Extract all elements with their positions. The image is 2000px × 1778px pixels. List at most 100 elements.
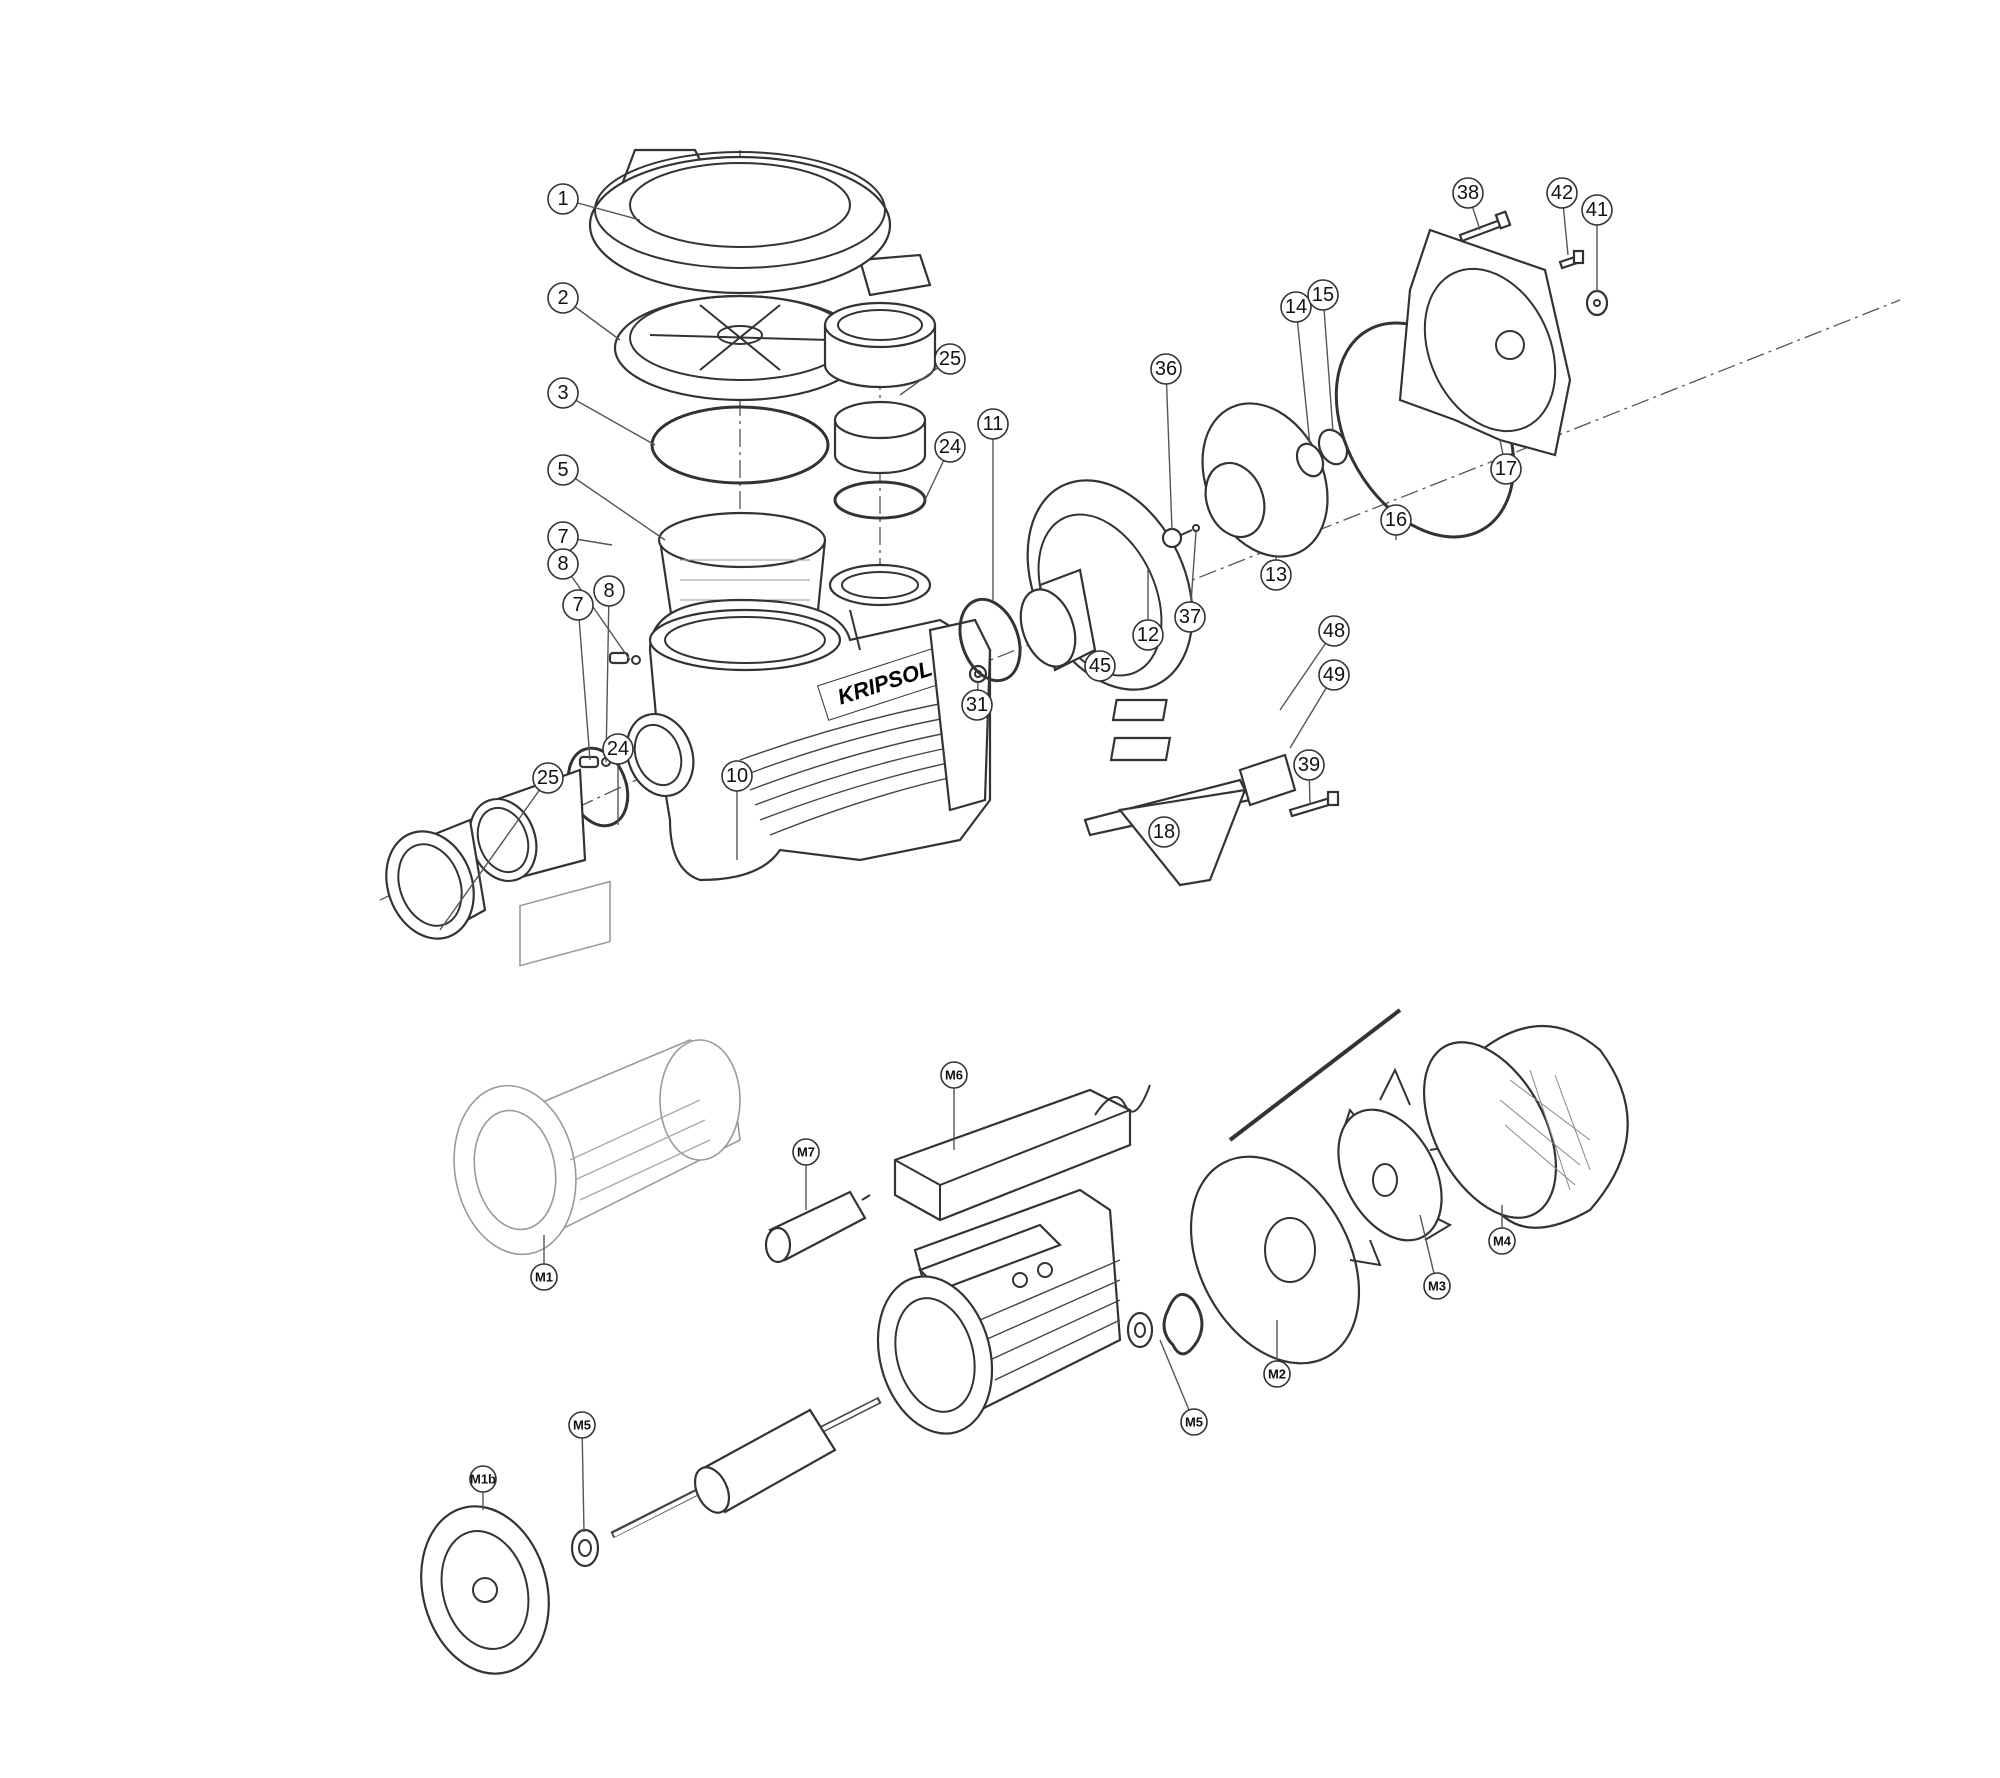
callout-label: 14 <box>1285 296 1307 318</box>
callout-label: M5 <box>1185 1415 1203 1430</box>
callout-label: M2 <box>1268 1367 1286 1382</box>
callout-label: 11 <box>983 413 1004 435</box>
callout-m1b: M1b <box>469 1465 497 1510</box>
leader-line <box>581 1424 585 1533</box>
callout-circle <box>469 1465 497 1493</box>
callout-label: 39 <box>1298 754 1320 776</box>
union-nut-top <box>823 301 937 389</box>
nut-31 <box>968 664 988 684</box>
callout-label: 1 <box>557 188 568 210</box>
fan-cover <box>1422 1025 1629 1229</box>
inlet-port <box>625 712 695 798</box>
callout-circle <box>1263 1360 1291 1388</box>
callout-label: 49 <box>1323 664 1345 686</box>
callout-label: 36 <box>1155 358 1177 380</box>
callout-label: 18 <box>1153 821 1175 843</box>
motor-complete-ghost <box>453 880 741 1256</box>
callout-circle <box>547 454 579 486</box>
callout-41: 41 <box>1581 194 1613 292</box>
pump-body: KRIPSOL <box>648 563 992 882</box>
callout-18: 18 <box>1148 816 1180 848</box>
callout-circle <box>934 431 966 463</box>
cooling-fan <box>1337 1067 1462 1267</box>
rotor-shaft <box>610 1396 882 1539</box>
callout-circle <box>593 575 625 607</box>
pump-assembly: KRIPSOL <box>379 148 1901 940</box>
front-end-shield <box>420 1505 550 1675</box>
callout-38: 38 <box>1452 177 1484 231</box>
callout-m3: M3 <box>1419 1214 1451 1300</box>
callout-2: 2 <box>547 282 621 341</box>
tie-rod <box>1228 1008 1402 1142</box>
callout-label: 45 <box>1089 655 1111 677</box>
callout-circle <box>1318 659 1350 691</box>
callout-circle <box>1307 279 1339 311</box>
callout-10: 10 <box>721 760 753 860</box>
callout-circle <box>1380 504 1412 536</box>
callout-circle <box>1293 749 1325 781</box>
callout-36: 36 <box>1150 353 1182 531</box>
callout-circle <box>1490 453 1522 485</box>
callout-circle <box>562 589 594 621</box>
motor-stator-housing <box>876 1188 1122 1435</box>
callout-label: 24 <box>939 436 961 458</box>
union-nut-bottom <box>385 818 487 940</box>
callout-label: M5 <box>573 1418 591 1433</box>
callout-17: 17 <box>1490 439 1522 485</box>
pump-lid <box>588 148 932 297</box>
callout-label: 41 <box>1586 199 1608 221</box>
callout-1: 1 <box>547 183 641 221</box>
rear-end-shield <box>1189 1155 1361 1365</box>
callout-label: 25 <box>939 348 961 370</box>
callout-circle <box>1180 1408 1208 1436</box>
callout-circle <box>934 343 966 375</box>
motor-flange <box>1398 228 1572 457</box>
leader-line <box>1322 294 1334 433</box>
callout-42: 42 <box>1546 177 1578 256</box>
callout-circle <box>602 733 634 765</box>
terminal-box-cover <box>893 1084 1151 1222</box>
callout-circle <box>1318 615 1350 647</box>
callout-circle <box>568 1411 596 1439</box>
callout-circle <box>547 548 579 580</box>
callout-39: 39 <box>1293 749 1325 806</box>
callout-25: 25 <box>439 762 564 931</box>
callout-label: 3 <box>557 382 568 404</box>
wave-washer <box>1162 1292 1204 1356</box>
callout-25: 25 <box>899 343 966 396</box>
callout-8: 8 <box>593 575 625 763</box>
callout-m6: M6 <box>940 1061 968 1150</box>
callout-circle <box>1581 194 1613 226</box>
callout-m5: M5 <box>568 1411 596 1533</box>
pad-49 <box>1109 736 1172 762</box>
callout-circle <box>1280 291 1312 323</box>
leader-line <box>1279 630 1335 711</box>
callout-circle <box>1148 816 1180 848</box>
callout-label: 24 <box>607 738 629 760</box>
callout-circle <box>530 1263 558 1291</box>
callout-m7: M7 <box>792 1138 820 1210</box>
mechanical-seal <box>1295 428 1349 478</box>
callout-circle <box>1084 650 1116 682</box>
callout-49: 49 <box>1289 659 1350 749</box>
callout-12: 12 <box>1132 570 1164 651</box>
callout-label: 10 <box>726 765 748 787</box>
pad-48 <box>1111 698 1168 722</box>
callout-m2: M2 <box>1263 1320 1291 1388</box>
callout-13: 13 <box>1260 555 1292 591</box>
callout-circle <box>1488 1227 1516 1255</box>
callout-label: 5 <box>557 459 568 481</box>
callout-11: 11 <box>977 408 1009 600</box>
callout-45: 45 <box>1084 650 1116 682</box>
leader-line <box>1165 368 1173 531</box>
callout-circle <box>547 183 579 215</box>
callout-label: 25 <box>537 767 559 789</box>
diffuser-o-ring <box>958 597 1022 683</box>
callout-label: 17 <box>1495 458 1517 480</box>
callout-circle <box>1546 177 1578 209</box>
callout-label: 15 <box>1312 284 1334 306</box>
callout-circle <box>532 762 564 794</box>
callout-8: 8 <box>547 548 631 661</box>
bearing-front <box>570 1528 600 1568</box>
